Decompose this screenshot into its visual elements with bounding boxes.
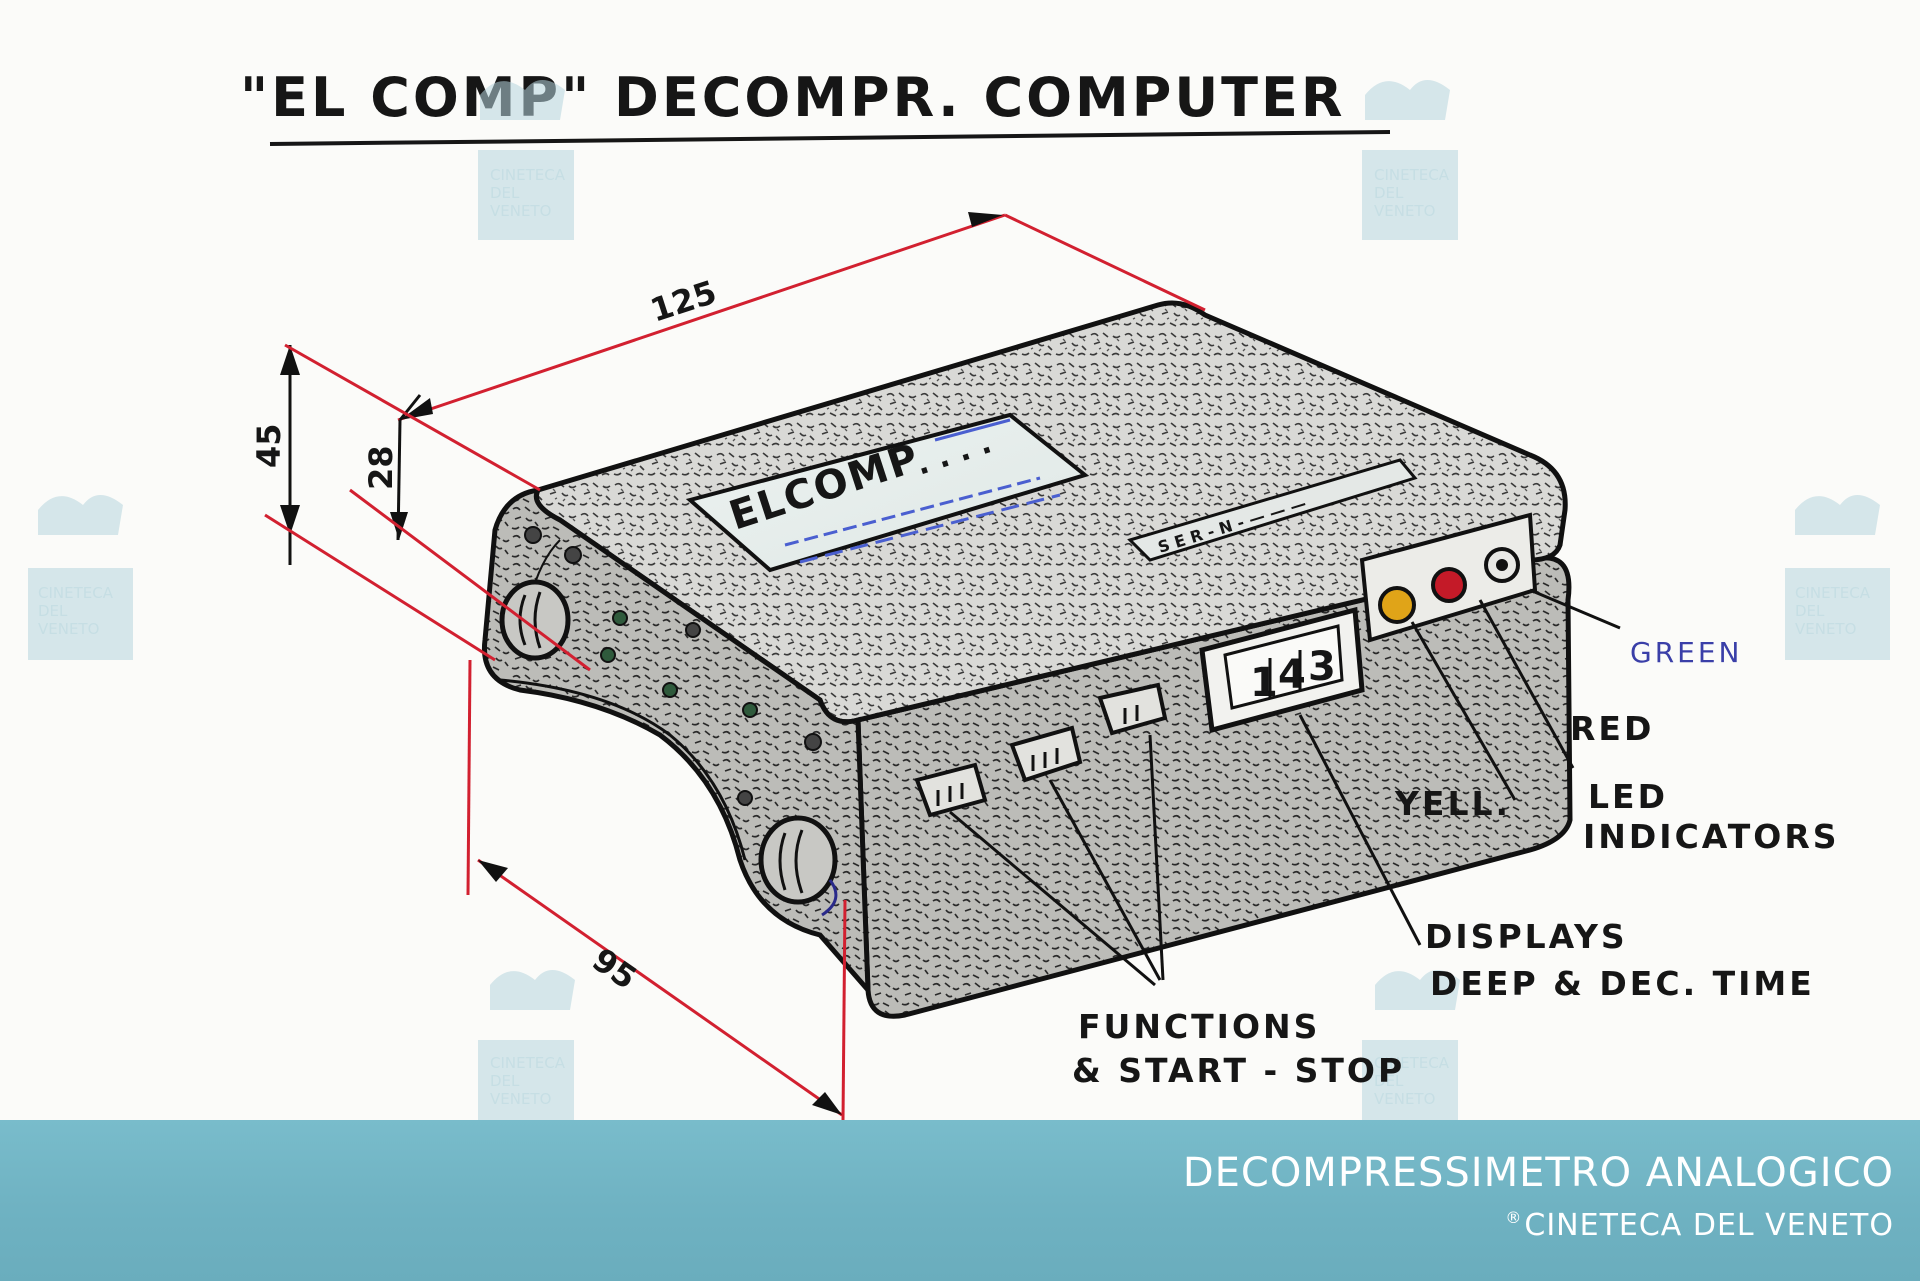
svg-text:DEL: DEL: [1374, 1072, 1404, 1090]
svg-text:"EL COMP" DECOMPR. COMPUTER: "EL COMP" DECOMPR. COMPUTER: [240, 66, 1345, 129]
watermark-logo-top-right: CINETECA DEL VENETO: [1362, 80, 1458, 240]
watermark-logo-right: CINETECA DEL VENETO: [1785, 495, 1890, 660]
caption-credit: ®CINETECA DEL VENETO: [1505, 1208, 1894, 1243]
svg-text:45: 45: [250, 423, 288, 468]
svg-text:DEL: DEL: [490, 1072, 520, 1090]
svg-text:VENETO: VENETO: [1795, 620, 1856, 638]
side-knob-bottom: [758, 815, 838, 917]
registered-mark: ®: [1505, 1208, 1523, 1227]
function-button-3: [1097, 682, 1168, 736]
dimension-45: 45: [250, 343, 541, 662]
svg-text:VENETO: VENETO: [490, 1090, 551, 1108]
led-red: [1431, 567, 1467, 603]
page-title: "EL COMP" DECOMPR. COMPUTER: [240, 66, 1391, 146]
svg-text:28: 28: [362, 445, 400, 490]
svg-text:DEL: DEL: [38, 602, 68, 620]
dimension-28: 28: [349, 419, 591, 672]
svg-text:DEL: DEL: [490, 184, 520, 202]
label-led: LED: [1588, 777, 1668, 816]
caption-credit-text: CINETECA DEL VENETO: [1524, 1208, 1894, 1243]
label-functions: FUNCTIONS: [1078, 1007, 1320, 1046]
svg-text:VENETO: VENETO: [1374, 1090, 1435, 1108]
caption-bar: DECOMPRESSIMETRO ANALOGICO ®CINETECA DEL…: [0, 1120, 1920, 1281]
side-knob-top: [499, 579, 571, 661]
svg-text:CINETECA: CINETECA: [1374, 166, 1450, 184]
label-deep-dec-time: DEEP & DEC. TIME: [1430, 964, 1815, 1003]
decompression-computer-sketch: "EL COMP" DECOMPR. COMPUTER CINETECA DEL…: [28, 66, 1890, 1120]
label-indicators: INDICATORS: [1583, 817, 1840, 856]
svg-text:CINETECA: CINETECA: [38, 584, 114, 602]
caption-title: DECOMPRESSIMETRO ANALOGICO: [1182, 1150, 1894, 1196]
led-yellow: [1378, 586, 1416, 624]
watermark-logo-left: CINETECA DEL VENETO: [28, 495, 133, 660]
function-button-1: [914, 762, 988, 818]
led-panel: [1359, 512, 1538, 643]
svg-text:95: 95: [585, 940, 643, 997]
svg-text:125: 125: [646, 273, 721, 330]
label-green: GREEN: [1630, 636, 1742, 669]
svg-text:VENETO: VENETO: [1374, 202, 1435, 220]
leader-lines: [949, 588, 1621, 987]
svg-text:CINETECA: CINETECA: [1795, 584, 1871, 602]
svg-text:CINETECA: CINETECA: [1374, 1054, 1450, 1072]
label-displays: DISPLAYS: [1425, 917, 1628, 956]
display-digit-1: 1: [1250, 660, 1278, 706]
display-digit-2: 4: [1278, 652, 1306, 698]
svg-text:CINETECA: CINETECA: [490, 166, 566, 184]
side-screws: [524, 526, 822, 806]
svg-text:VENETO: VENETO: [38, 620, 99, 638]
watermark-logo-bottom-left: CINETECA DEL VENETO: [478, 970, 575, 1120]
svg-text:VENETO: VENETO: [490, 202, 551, 220]
label-yellow: YELL.: [1394, 784, 1511, 823]
device-body: [481, 300, 1573, 1019]
svg-text:DEL: DEL: [1795, 602, 1825, 620]
watermark-logo-bottom-right: CINETECA DEL VENETO: [1362, 970, 1460, 1120]
label-start-stop: & START - STOP: [1072, 1051, 1405, 1090]
digital-display: 1 4 3: [1199, 606, 1365, 734]
svg-text:CINETECA: CINETECA: [490, 1054, 566, 1072]
watermark-logo-top-left: CINETECA DEL VENETO: [478, 80, 574, 240]
svg-text:DEL: DEL: [1374, 184, 1404, 202]
function-button-2: [1009, 725, 1083, 783]
display-digit-3: 3: [1308, 644, 1336, 690]
label-red: RED: [1570, 709, 1654, 748]
